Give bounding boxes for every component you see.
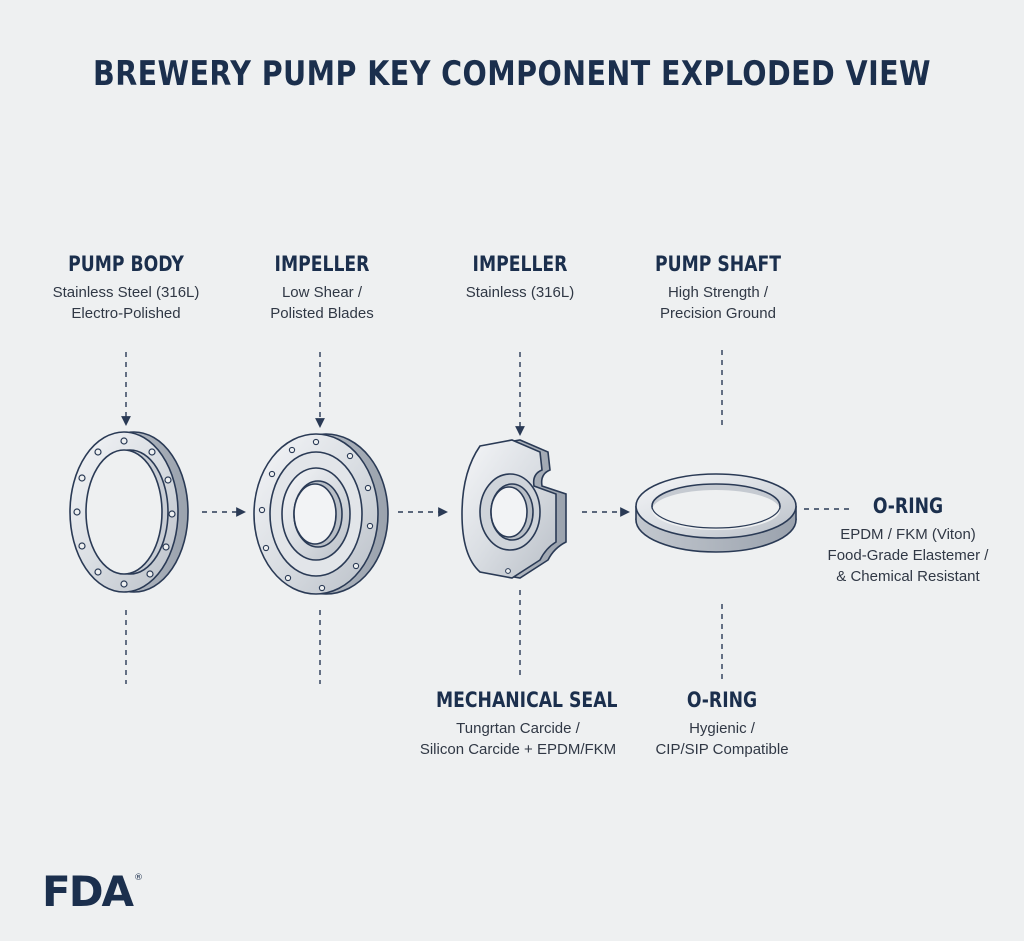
o-ring-side-spec-3: & Chemical Resistant <box>836 568 980 585</box>
o-ring-side-label: O-RING EPDM / FKM (Viton) Food-Grade Ela… <box>818 494 998 587</box>
pump-body-label: PUMP BODY Stainless Steel (316L) Electro… <box>46 252 206 324</box>
fda-logo: FDA ® <box>42 867 143 912</box>
o-ring-side-spec-1: EPDM / FKM (Viton) <box>840 526 976 543</box>
fda-registered-mark: ® <box>134 873 143 883</box>
impeller-2-spec-1: Stainless (316L) <box>465 284 575 301</box>
o-ring-bottom-spec-2: CIP/SIP Compatible <box>655 741 789 758</box>
pump-shaft-title: PUMP SHAFT <box>654 252 781 276</box>
pump-shaft-spec-2: Precision Ground <box>660 305 776 322</box>
pump-body-title: PUMP BODY <box>68 252 184 276</box>
mechanical-seal-title: MECHANICAL SEAL <box>436 688 618 712</box>
impeller-low-shear-label: IMPELLER Low Shear / Polisted Blades <box>242 252 402 324</box>
impeller-title: IMPELLER <box>274 252 370 276</box>
fda-logo-text: FDA <box>42 867 135 912</box>
mechanical-seal-spec-2: Silicon Carcide + EPDM/FKM <box>419 741 617 758</box>
pump-body-spec-2: Electro-Polished <box>71 305 181 322</box>
o-ring-bottom-title: O-RING <box>686 688 758 712</box>
o-ring-bottom-spec-1: Hygienic / <box>689 720 755 737</box>
impeller-stainless-label: IMPELLER Stainless (316L) <box>440 252 600 303</box>
o-ring-bottom-label: O-RING Hygienic / CIP/SIP Compatible <box>638 688 806 760</box>
pump-shaft-label: PUMP SHAFT High Strength / Precision Gro… <box>638 252 798 324</box>
mechanical-seal-label: MECHANICAL SEAL Tungrtan Carcide / Silic… <box>418 688 618 760</box>
impeller-part <box>253 433 389 595</box>
impeller-spec-2: Polisted Blades <box>270 305 374 322</box>
page-title: BREWERY PUMP KEY COMPONENT EXPLODED VIEW <box>93 54 931 94</box>
impeller-2-title: IMPELLER <box>472 252 568 276</box>
o-ring-part <box>635 473 797 553</box>
pump-body-spec-1: Stainless Steel (316L) <box>52 284 200 301</box>
mechanical-seal-spec-1: Tungrtan Carcide / <box>456 720 580 737</box>
o-ring-side-spec-2: Food-Grade Elastemer / <box>827 547 989 564</box>
pump-shaft-spec-1: High Strength / <box>667 284 769 301</box>
impeller-spec-1: Low Shear / <box>281 284 363 301</box>
o-ring-side-title: O-RING <box>872 494 944 518</box>
pump-body-part <box>69 431 189 593</box>
mechanical-seal-part <box>461 439 567 579</box>
